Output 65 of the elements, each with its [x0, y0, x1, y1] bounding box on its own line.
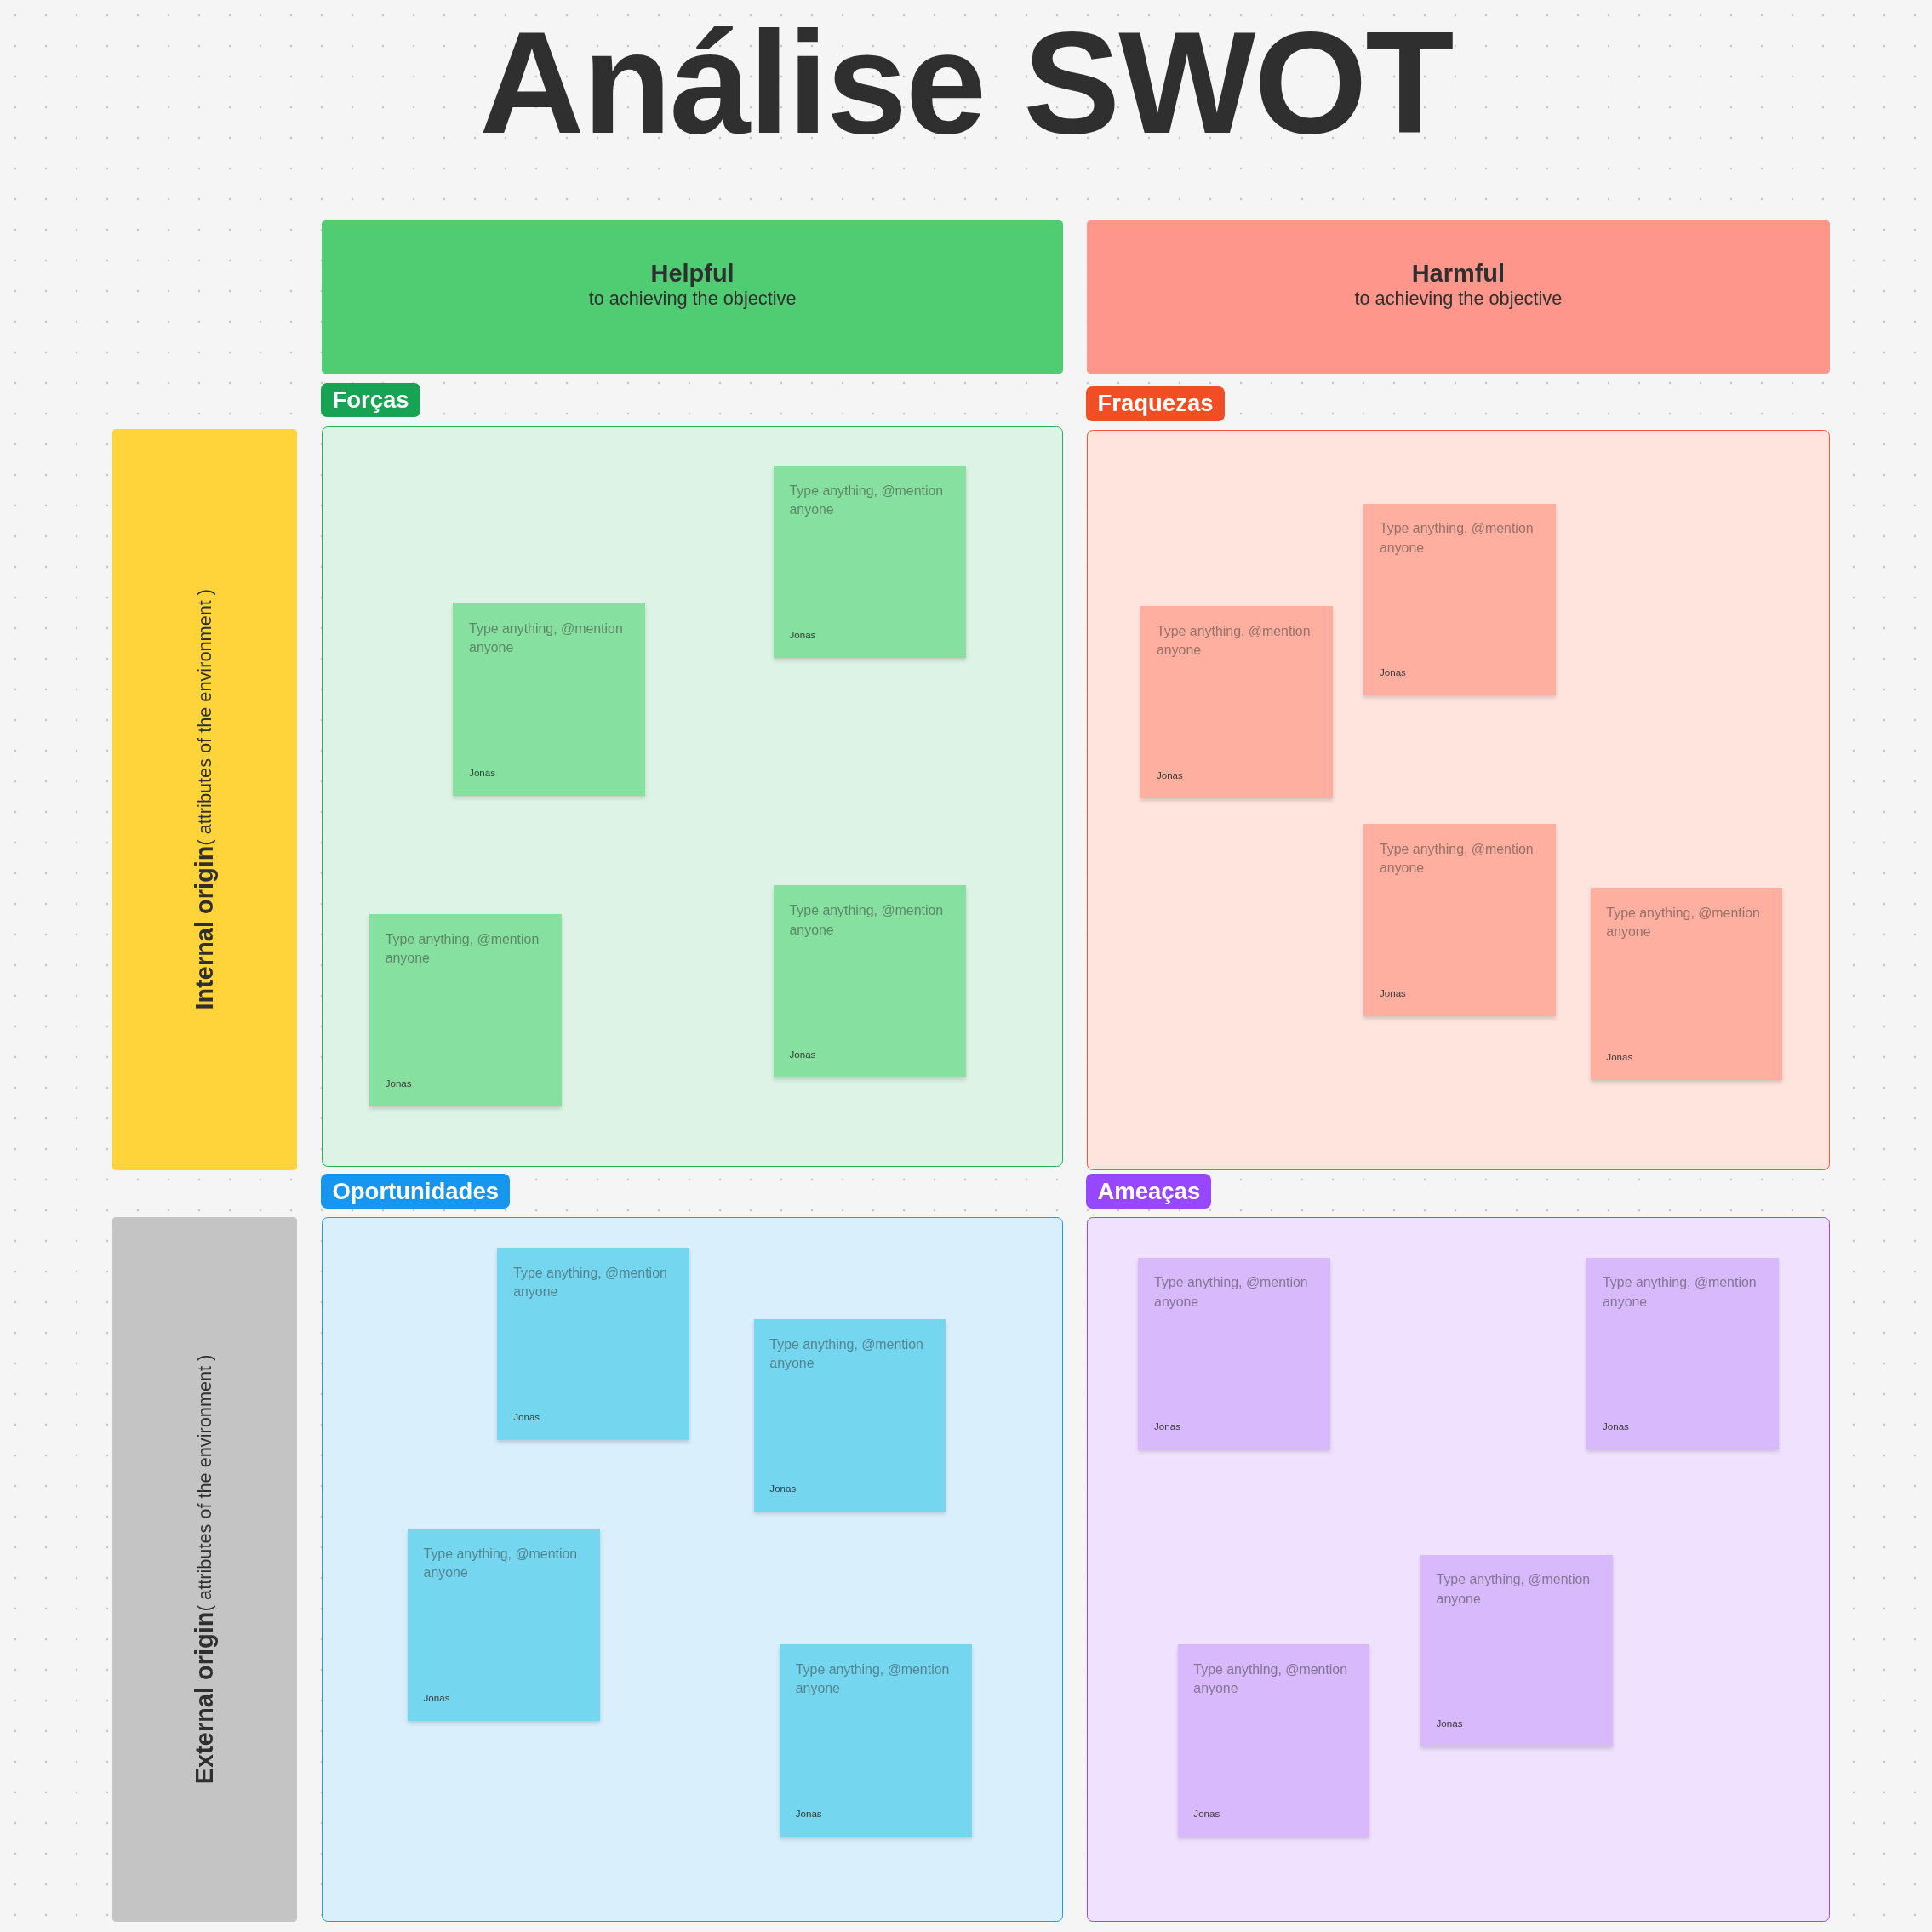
sticky-note — [1138, 1257, 1331, 1450]
note-author: Jonas — [1154, 1420, 1181, 1434]
note-placeholder-text: Type anything, @mention anyone — [469, 620, 624, 656]
note-placeholder-text: Type anything, @mention anyone — [789, 482, 945, 518]
note-placeholder-text: Type anything, @mention anyone — [513, 1264, 668, 1301]
row-label-title: Internal origin — [190, 845, 219, 1010]
sticky-note — [773, 465, 966, 658]
sticky-note — [1586, 1257, 1779, 1450]
note-placeholder-text: Type anything, @mention anyone — [769, 1335, 924, 1373]
row-label-title: External origin — [190, 1611, 219, 1785]
page-title: Análise SWOT — [479, 2, 1453, 163]
quadrant-tag: Fraquezas — [1086, 386, 1225, 421]
note-author: Jonas — [513, 1410, 541, 1424]
note-author: Jonas — [1436, 1718, 1464, 1731]
note-placeholder-text: Type anything, @mention anyone — [1156, 622, 1312, 659]
row-label-band — [111, 1217, 297, 1923]
header-title: Helpful — [650, 259, 735, 288]
quadrant-tag: Oportunidades — [321, 1174, 510, 1209]
row-label-subtitle: ( attributes of the environment ) — [193, 1355, 216, 1612]
row-label-subtitle: ( attributes of the environment ) — [193, 589, 216, 846]
sticky-note — [1420, 1554, 1613, 1747]
note-placeholder-text: Type anything, @mention anyone — [385, 930, 540, 967]
sticky-note — [369, 913, 562, 1106]
sticky-note — [1363, 824, 1556, 1016]
sticky-note — [1590, 888, 1783, 1081]
column-header-band — [1086, 220, 1830, 374]
sticky-note — [1140, 605, 1333, 798]
note-placeholder-text: Type anything, @mention anyone — [789, 902, 945, 939]
sticky-note — [453, 603, 646, 796]
note-author: Jonas — [769, 1482, 797, 1495]
column-header-band — [321, 220, 1064, 374]
sticky-note — [1363, 503, 1556, 696]
row-label-band — [111, 428, 297, 1171]
note-author: Jonas — [423, 1691, 451, 1705]
sticky-note — [773, 885, 966, 1078]
note-author: Jonas — [385, 1077, 413, 1090]
note-placeholder-text: Type anything, @mention anyone — [1379, 520, 1535, 557]
note-author: Jonas — [1379, 666, 1407, 680]
note-placeholder-text: Type anything, @mention anyone — [1379, 840, 1535, 877]
header-subtitle: to achieving the objective — [588, 287, 797, 310]
note-author: Jonas — [1603, 1420, 1630, 1434]
sticky-note — [1177, 1644, 1370, 1838]
note-placeholder-text: Type anything, @mention anyone — [1436, 1571, 1592, 1608]
sticky-note — [407, 1529, 600, 1721]
note-author: Jonas — [469, 766, 496, 780]
header-title: Harmful — [1411, 259, 1505, 288]
note-author: Jonas — [789, 628, 817, 642]
sticky-note — [779, 1644, 972, 1838]
sticky-note — [753, 1319, 946, 1512]
note-placeholder-text: Type anything, @mention anyone — [1603, 1274, 1758, 1311]
quadrant-tag: Forças — [321, 382, 420, 418]
sticky-note — [497, 1248, 690, 1440]
note-author: Jonas — [795, 1808, 823, 1821]
note-author: Jonas — [1379, 986, 1407, 1000]
note-author: Jonas — [1606, 1051, 1634, 1065]
note-placeholder-text: Type anything, @mention anyone — [795, 1661, 951, 1698]
note-author: Jonas — [1156, 769, 1184, 782]
note-author: Jonas — [1193, 1808, 1221, 1821]
note-placeholder-text: Type anything, @mention anyone — [1154, 1274, 1309, 1311]
header-subtitle: to achieving the objective — [1354, 287, 1563, 310]
note-placeholder-text: Type anything, @mention anyone — [1193, 1661, 1348, 1698]
quadrant-tag: Ameaças — [1086, 1174, 1212, 1209]
note-placeholder-text: Type anything, @mention anyone — [1606, 905, 1761, 941]
note-author: Jonas — [789, 1049, 817, 1062]
note-placeholder-text: Type anything, @mention anyone — [423, 1545, 579, 1582]
